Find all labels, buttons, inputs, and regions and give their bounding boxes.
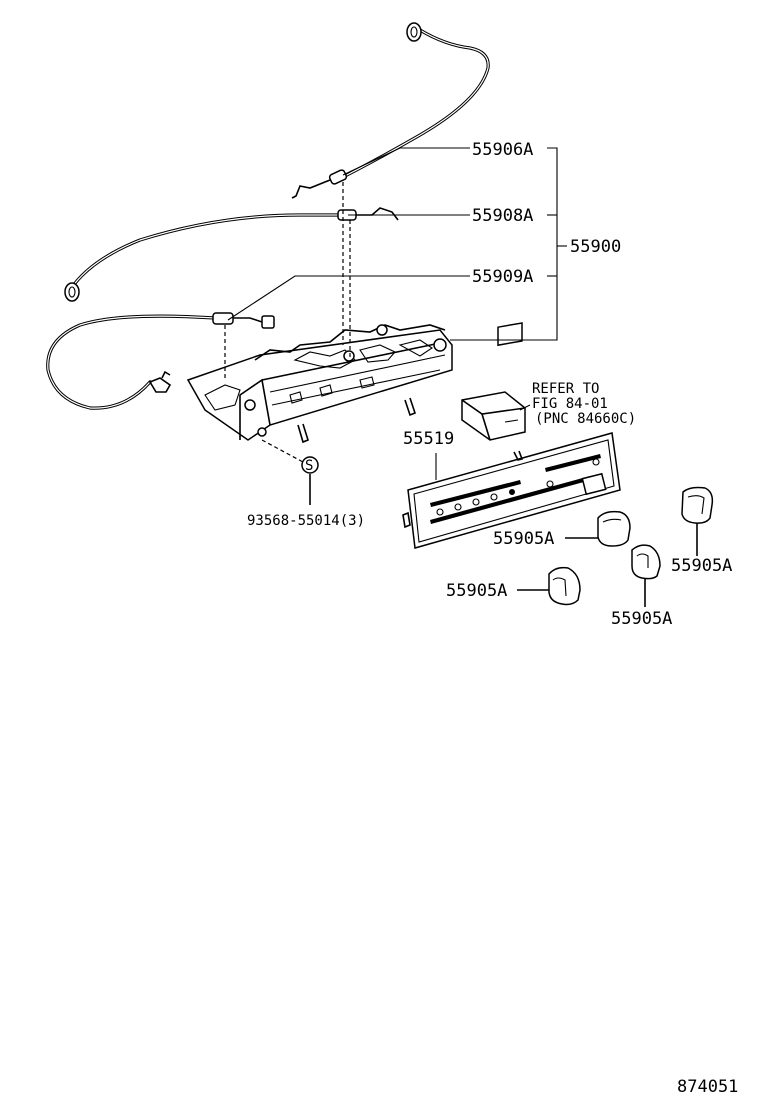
knob-center [565,510,631,547]
screw-symbol-text: S [305,458,313,474]
label-55900: 55900 [570,237,621,257]
label-55905a-right: 55905A [671,556,732,576]
knob-lower-left [517,566,581,606]
leader-lines [227,147,567,480]
label-refer-pnc: (PNC 84660C) [535,411,636,427]
label-55519: 55519 [403,429,454,449]
alignment-dashes [224,182,351,463]
label-55905a-bottom: 55905A [611,609,672,629]
knob-lower-right [631,544,661,607]
label-55908a: 55908A [472,206,533,226]
control-assembly [186,324,453,444]
cable-55908a [64,207,399,302]
knob-right-top [681,486,714,556]
cable-55909a [46,312,275,410]
label-refer-to: REFER TO [532,381,599,397]
figure-number: 874051 [677,1077,738,1097]
label-55905a-center: 55905A [493,529,554,549]
panel-55519 [402,432,621,549]
label-55909a: 55909A [472,267,533,287]
label-screw-93568: 93568-55014(3) [247,513,365,529]
label-55905a-left: 55905A [446,581,507,601]
label-refer-fig: FIG 84-01 [532,396,608,412]
label-55906a: 55906A [472,140,533,160]
screw-symbol: S [301,456,319,505]
cable-55906a [291,22,490,199]
